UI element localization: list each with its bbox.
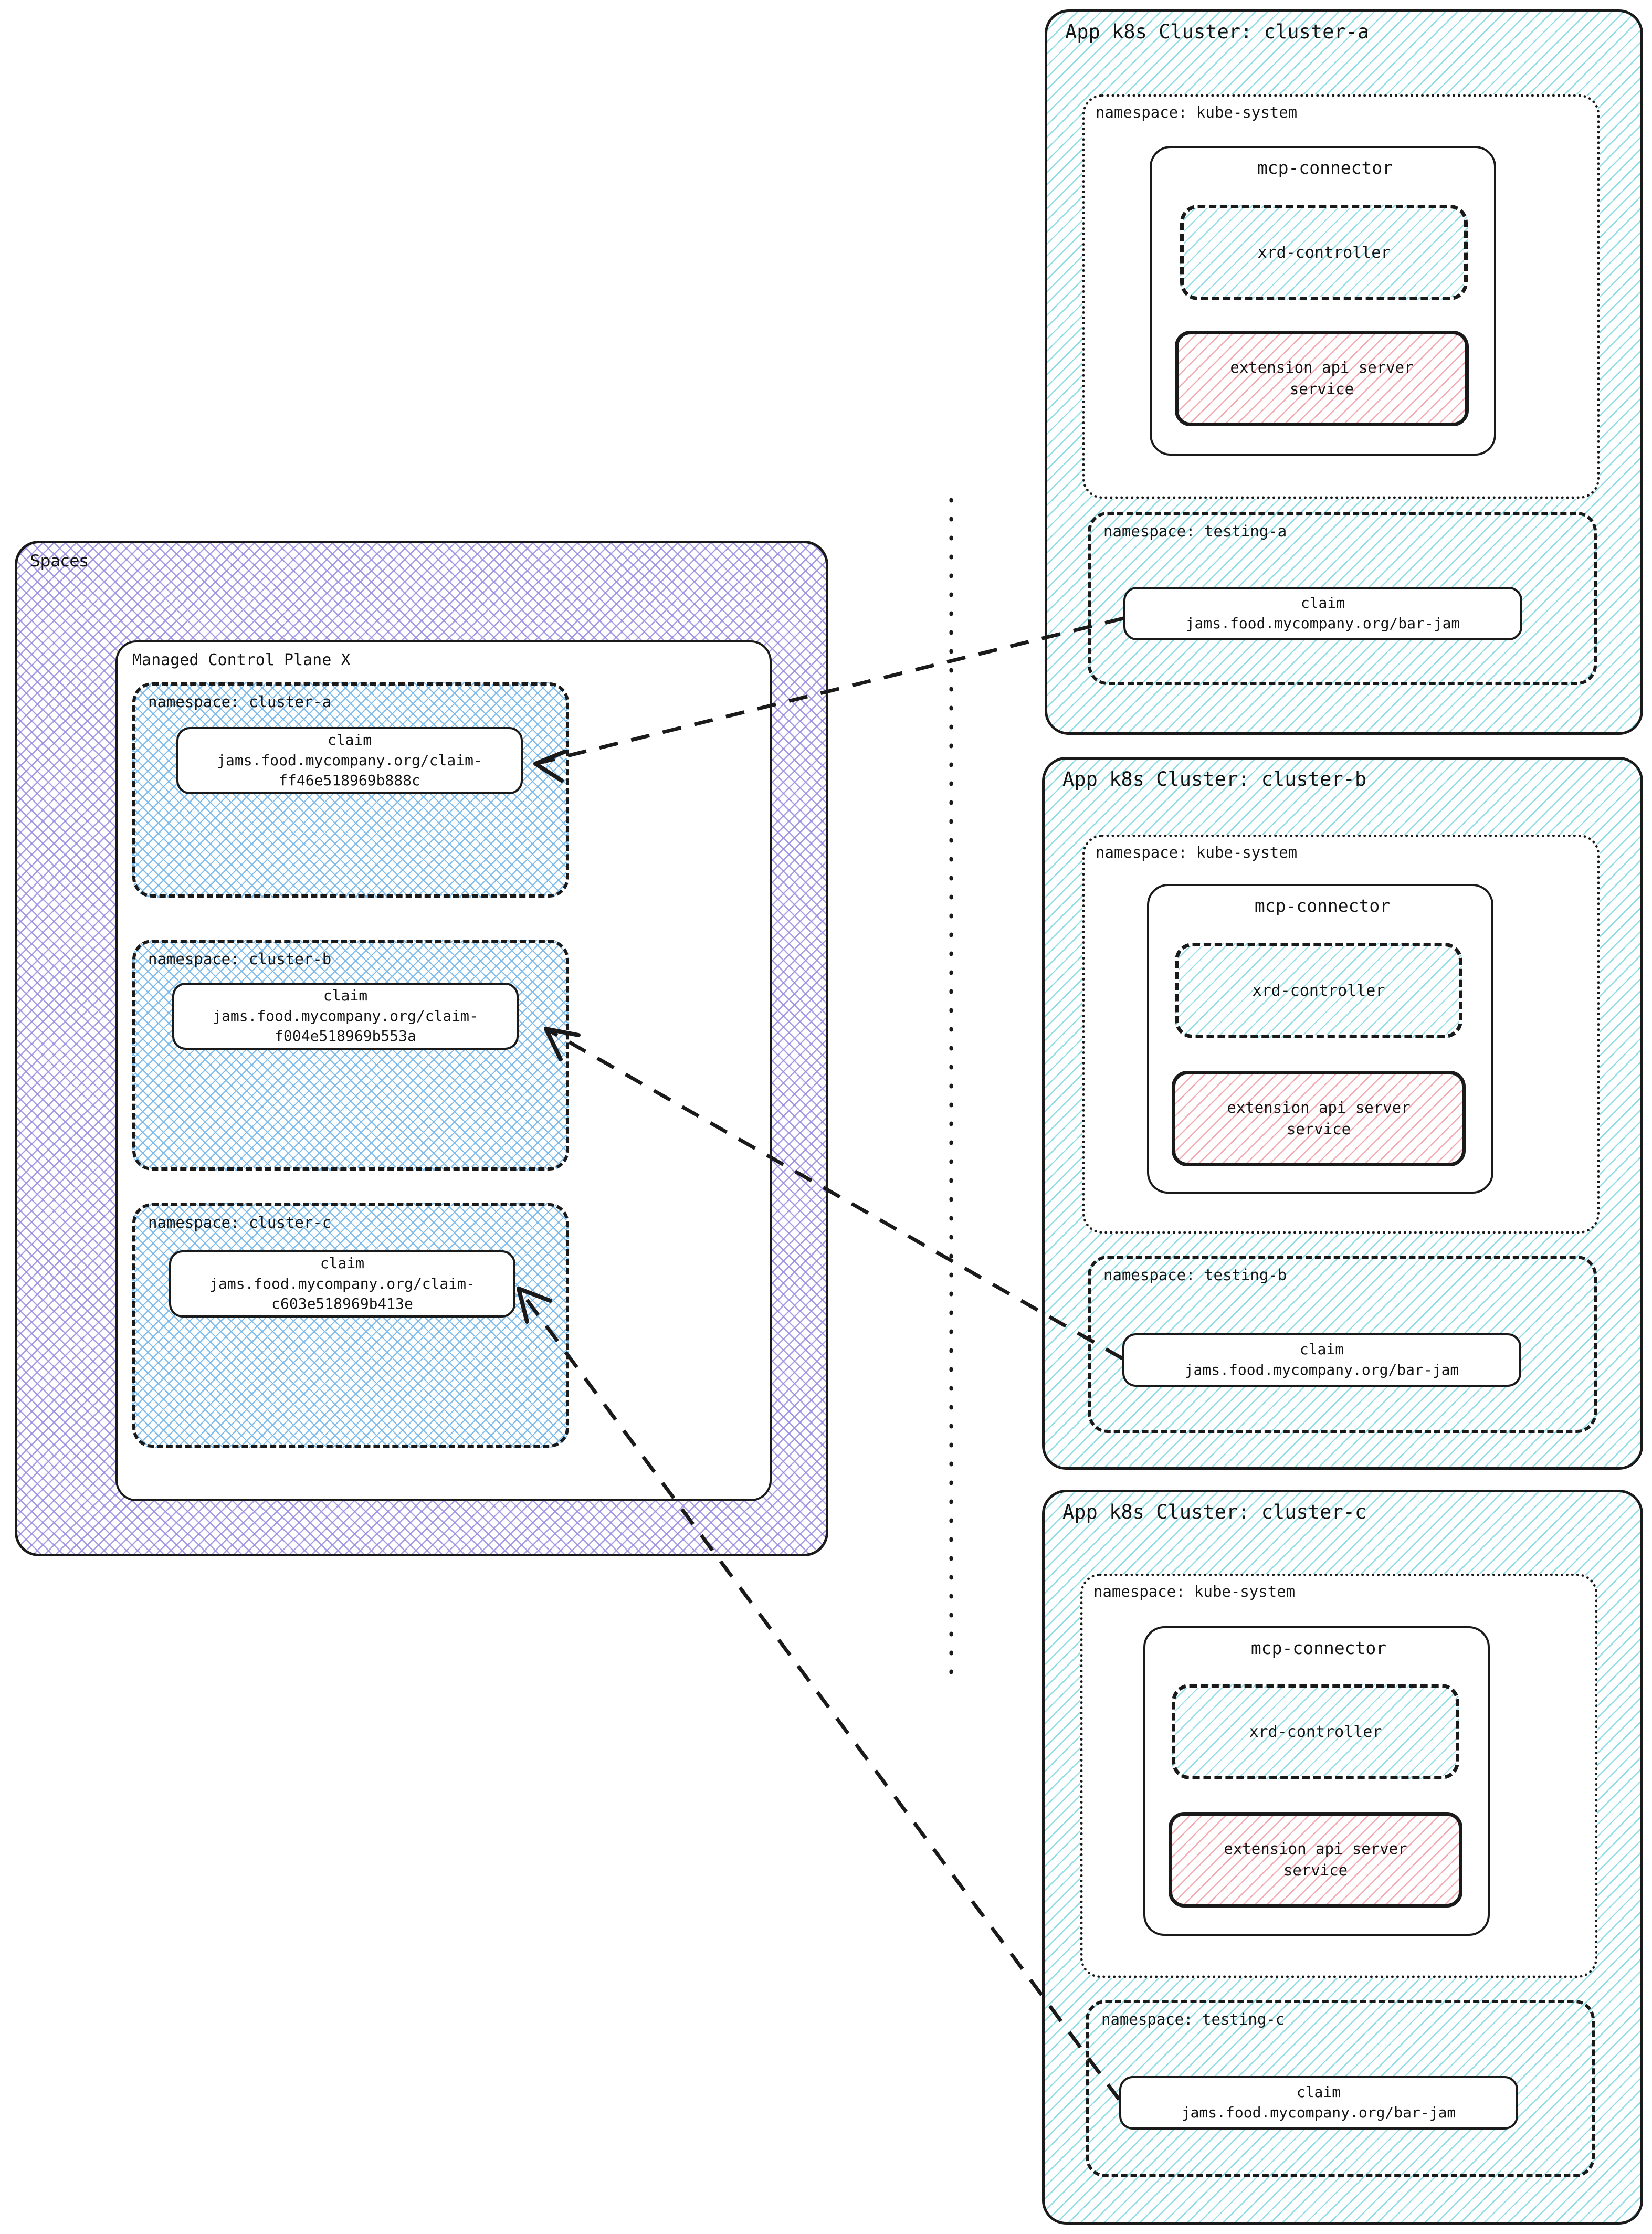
- extension-api-server-service-a: extension api server service: [1175, 331, 1469, 426]
- namespace-testing-c-label: namespace: testing-c: [1101, 2010, 1285, 2028]
- namespace-kube-system-c-label: namespace: kube-system: [1093, 1583, 1296, 1600]
- claim-testing-a[interactable]: claim jams.food.mycompany.org/bar-jam: [1123, 587, 1522, 640]
- managed-control-plane-label: Managed Control Plane X: [132, 651, 351, 669]
- namespace-cluster-a-label: namespace: cluster-a: [148, 693, 332, 711]
- namespace-cluster-b: namespace: cluster-b: [132, 940, 569, 1171]
- namespace-kube-system-b-label: namespace: kube-system: [1096, 844, 1298, 861]
- extapi-line1: extension api server: [1230, 359, 1414, 377]
- xrd-controller-a: xrd-controller: [1180, 205, 1468, 300]
- namespace-testing-a-label: namespace: testing-a: [1103, 522, 1287, 540]
- mcp-connector-b-label: mcp-connector: [1254, 895, 1391, 916]
- claim-kind: claim: [1296, 2083, 1341, 2101]
- claim-kind: claim: [327, 731, 372, 749]
- xrd-controller-c-label: xrd-controller: [1249, 1722, 1382, 1741]
- extension-api-server-service-b: extension api server service: [1172, 1071, 1466, 1166]
- claim-ref-line1: jams.food.mycompany.org/bar-jam: [1181, 2104, 1456, 2121]
- app-cluster-b-label: App k8s Cluster: cluster-b: [1062, 768, 1367, 791]
- claim-cluster-c[interactable]: claim jams.food.mycompany.org/claim- c60…: [169, 1250, 515, 1318]
- xrd-controller-a-label: xrd-controller: [1257, 243, 1391, 262]
- mcp-connector-a-label: mcp-connector: [1257, 157, 1393, 178]
- extapi-line1: extension api server: [1227, 1099, 1411, 1117]
- claim-ref-line2: ff46e518969b888c: [279, 772, 420, 789]
- extension-api-server-service-c: extension api server service: [1169, 1812, 1462, 1908]
- claim-cluster-a[interactable]: claim jams.food.mycompany.org/claim- ff4…: [176, 727, 523, 794]
- namespace-testing-a: namespace: testing-a: [1088, 512, 1597, 685]
- claim-testing-c[interactable]: claim jams.food.mycompany.org/bar-jam: [1119, 2076, 1518, 2130]
- claim-kind: claim: [1299, 1341, 1344, 1358]
- app-cluster-c-label: App k8s Cluster: cluster-c: [1062, 1501, 1367, 1523]
- claim-cluster-b[interactable]: claim jams.food.mycompany.org/claim- f00…: [172, 983, 519, 1050]
- namespace-cluster-c-label: namespace: cluster-c: [148, 1214, 332, 1231]
- extapi-line2: service: [1286, 1120, 1351, 1138]
- xrd-controller-b-label: xrd-controller: [1252, 981, 1385, 1000]
- claim-kind: claim: [320, 1255, 365, 1272]
- namespace-cluster-b-label: namespace: cluster-b: [148, 950, 332, 968]
- extapi-line2: service: [1283, 1861, 1348, 1879]
- mcp-connector-c-label: mcp-connector: [1250, 1638, 1387, 1658]
- namespace-cluster-c: namespace: cluster-c: [132, 1203, 569, 1448]
- xrd-controller-b: xrd-controller: [1175, 943, 1462, 1038]
- claim-testing-b[interactable]: claim jams.food.mycompany.org/bar-jam: [1122, 1333, 1521, 1387]
- xrd-controller-c: xrd-controller: [1172, 1684, 1459, 1779]
- claim-ref-line1: jams.food.mycompany.org/claim-: [209, 1274, 475, 1292]
- claim-kind: claim: [323, 987, 368, 1005]
- claim-kind: claim: [1300, 594, 1345, 612]
- claim-ref-line1: jams.food.mycompany.org/claim-: [213, 1007, 478, 1025]
- namespace-kube-system-a-label: namespace: kube-system: [1096, 103, 1298, 121]
- extapi-line2: service: [1289, 380, 1354, 398]
- claim-ref-line2: f004e518969b553a: [275, 1027, 416, 1045]
- claim-ref-line1: jams.food.mycompany.org/claim-: [217, 751, 482, 769]
- spaces-label: Spaces: [30, 552, 88, 571]
- claim-ref-line2: c603e518969b413e: [271, 1295, 413, 1313]
- claim-ref-line1: jams.food.mycompany.org/bar-jam: [1184, 1361, 1459, 1378]
- app-cluster-a-label: App k8s Cluster: cluster-a: [1065, 20, 1370, 43]
- claim-ref-line1: jams.food.mycompany.org/bar-jam: [1185, 615, 1460, 632]
- extapi-line1: extension api server: [1224, 1840, 1407, 1858]
- namespace-testing-b-label: namespace: testing-b: [1103, 1266, 1287, 1284]
